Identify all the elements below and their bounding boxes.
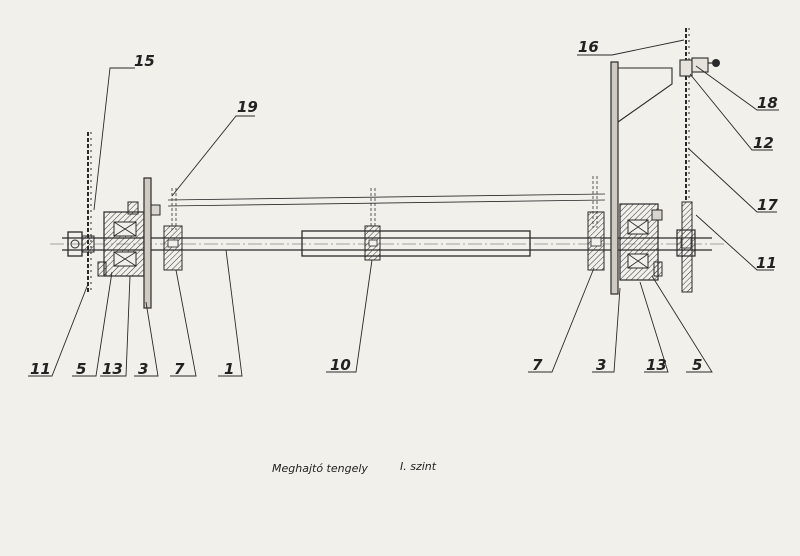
label-part-18: 18: [757, 94, 778, 112]
label-part-3-right: 3: [596, 356, 606, 374]
drawing-caption-title: Meghajtó tengely: [272, 462, 368, 475]
leader-lines: [28, 39, 779, 377]
chain-tensioner: [679, 57, 720, 77]
label-part-10: 10: [330, 356, 351, 374]
label-part-11-left: 11: [30, 360, 51, 378]
left-end-nut: [67, 231, 95, 257]
label-part-15: 15: [134, 52, 155, 70]
left-chain: [87, 132, 92, 292]
left-bearing-housing: [97, 201, 161, 277]
label-part-13-right: 13: [646, 356, 667, 374]
center-sleeve: [301, 225, 531, 261]
label-part-5-left: 5: [76, 360, 86, 378]
left-sprocket: [163, 225, 183, 271]
label-part-1: 1: [224, 360, 234, 378]
upper-link-line: [167, 176, 606, 230]
left-bracket-plate: [143, 177, 152, 309]
label-part-13-left: 13: [102, 360, 123, 378]
drawing-caption-level: I. szint: [400, 460, 437, 473]
label-part-16: 16: [578, 38, 599, 56]
label-part-5-right: 5: [692, 356, 702, 374]
label-part-3-left: 3: [138, 360, 148, 378]
label-part-17: 17: [757, 196, 778, 214]
right-bracket-plate: [610, 61, 673, 295]
right-chain: [681, 28, 693, 293]
right-sprocket: [587, 211, 605, 271]
label-part-11-right: 11: [756, 254, 777, 272]
right-bearing-housing: [619, 203, 663, 281]
label-part-7-right: 7: [532, 356, 543, 374]
label-part-7-left: 7: [174, 360, 185, 378]
label-part-19: 19: [237, 98, 258, 116]
label-part-12: 12: [753, 134, 774, 152]
